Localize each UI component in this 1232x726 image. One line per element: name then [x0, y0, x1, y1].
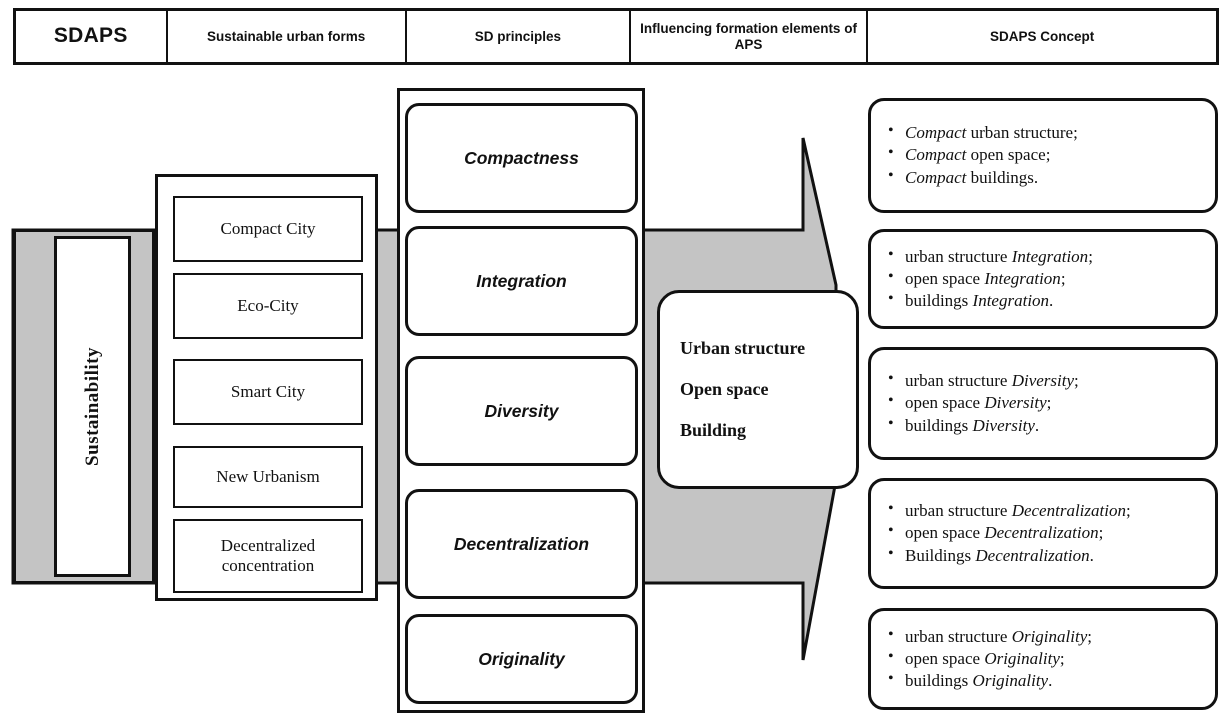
concept-bullet-list: urban structure Diversity;open space Div…: [885, 369, 1205, 437]
concept-bullet: buildings Diversity.: [888, 414, 1205, 437]
sdaps-concept-box: urban structure Integration;open space I…: [868, 229, 1218, 329]
concept-bullet: Compact urban structure;: [888, 121, 1205, 144]
concept-principle-term: Decentralization: [975, 545, 1090, 565]
concept-bullet-list: Compact urban structure;Compact open spa…: [885, 121, 1205, 189]
concept-bullet-list: urban structure Decentralization;open sp…: [885, 499, 1205, 567]
concept-bullet: Compact buildings.: [888, 166, 1205, 189]
concept-bullet: open space Decentralization;: [888, 521, 1205, 544]
sdaps-concept-box: urban structure Decentralization;open sp…: [868, 478, 1218, 589]
sd-principle-label: Decentralization: [453, 533, 590, 554]
urban-form-label: Eco-City: [237, 296, 299, 316]
aps-element-building: Building: [680, 420, 747, 440]
sd-principle-label: Integration: [476, 270, 567, 291]
concept-principle-term: Diversity: [984, 393, 1047, 413]
sd-principle-item[interactable]: Compactness: [405, 103, 638, 213]
urban-form-item[interactable]: Compact City: [173, 196, 363, 262]
concept-principle-term: Compact: [905, 123, 967, 143]
concept-bullet: open space Diversity;: [888, 391, 1205, 414]
concept-bullet: open space Originality;: [888, 647, 1205, 670]
concept-bullet: urban structure Integration;: [888, 245, 1205, 268]
header-cell-sd-principles: SD principles: [407, 11, 631, 62]
concept-bullet: urban structure Diversity;: [888, 369, 1205, 392]
sdaps-concept-box: Compact urban structure;Compact open spa…: [868, 98, 1218, 213]
aps-element-open-space: Open space: [680, 379, 769, 399]
sustainability-label: Sustainability: [81, 347, 103, 466]
sd-principle-item[interactable]: Originality: [405, 614, 638, 704]
sd-principle-label: Diversity: [484, 400, 559, 421]
header-cell-urban-forms: Sustainable urban forms: [168, 11, 407, 62]
urban-form-item[interactable]: Smart City: [173, 359, 363, 425]
header-cell-sdaps-concept: SDAPS Concept: [989, 28, 1095, 44]
concept-bullet: urban structure Decentralization;: [888, 499, 1205, 522]
concept-principle-term: Originality: [972, 671, 1049, 691]
concept-principle-term: Integration: [972, 291, 1050, 311]
aps-element-urban-structure: Urban structure: [680, 338, 806, 358]
concept-principle-term: Originality: [1011, 626, 1088, 646]
header-table: SDAPS Sustainable urban forms SD princip…: [13, 8, 1219, 65]
sdaps-concept-box: urban structure Originality;open space O…: [868, 608, 1218, 710]
concept-principle-term: Compact: [905, 167, 967, 187]
urban-form-item[interactable]: New Urbanism: [173, 446, 363, 508]
concept-principle-term: Diversity: [1011, 371, 1075, 391]
sd-principle-item[interactable]: Integration: [405, 226, 638, 336]
concept-bullet: Compact open space;: [888, 143, 1205, 166]
concept-principle-term: Integration: [984, 268, 1061, 288]
concept-principle-term: Integration: [1011, 246, 1089, 266]
urban-form-item[interactable]: Eco-City: [173, 273, 363, 339]
concept-bullet: Buildings Decentralization.: [888, 544, 1205, 567]
concept-principle-term: Decentralization: [1011, 501, 1126, 521]
sustainability-box: Sustainability: [54, 236, 131, 577]
urban-form-label: Smart City: [230, 382, 306, 402]
urban-form-item[interactable]: Decentralized concentration: [173, 519, 363, 593]
header-cell-aps-elements: Influencing formation elements of APS: [631, 11, 869, 62]
sd-principle-item[interactable]: Diversity: [405, 356, 638, 466]
concept-bullet: open space Integration;: [888, 267, 1205, 290]
concept-principle-term: Compact: [905, 145, 967, 165]
sd-principle-item[interactable]: Decentralization: [405, 489, 638, 599]
header-cell-sdaps: SDAPS: [16, 11, 168, 62]
concept-bullet: buildings Integration.: [888, 289, 1205, 312]
concept-bullet: urban structure Originality;: [888, 625, 1205, 648]
concept-principle-term: Originality: [984, 648, 1060, 668]
concept-bullet-list: urban structure Integration;open space I…: [885, 245, 1205, 312]
sd-principle-label: Originality: [478, 648, 565, 669]
sd-principle-label: Compactness: [464, 147, 579, 168]
concept-principle-term: Decentralization: [984, 523, 1099, 543]
urban-form-label: New Urbanism: [216, 467, 320, 487]
urban-form-label: Decentralized concentration: [220, 536, 316, 575]
concept-bullet-list: urban structure Originality;open space O…: [885, 625, 1205, 692]
concept-bullet: buildings Originality.: [888, 669, 1205, 692]
urban-form-label: Compact City: [220, 219, 316, 239]
sdaps-concept-box: urban structure Diversity;open space Div…: [868, 347, 1218, 460]
concept-principle-term: Diversity: [972, 415, 1035, 435]
aps-elements-box: Urban structure Open space Building: [657, 290, 859, 489]
